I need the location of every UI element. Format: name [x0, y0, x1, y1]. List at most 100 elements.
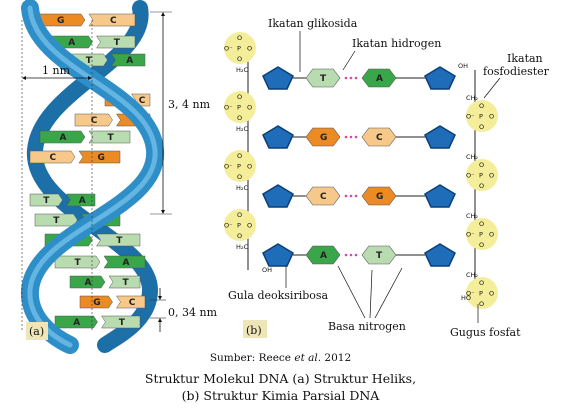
oxygen-atom: O	[479, 300, 484, 308]
methylene-label: H₂C	[236, 243, 248, 251]
panel-a-label: (a)	[29, 325, 44, 338]
oxygen-atom: O	[247, 45, 252, 53]
oxygen-atom: O	[247, 222, 252, 230]
oxygen-atom: O	[479, 241, 484, 249]
oxygen-atom: O	[489, 231, 494, 239]
right-base: T	[361, 245, 397, 265]
oxygen-ion: O⁻	[224, 104, 233, 112]
phosphate-label: Gugus fosfat	[450, 326, 521, 339]
base-letter: T	[376, 251, 383, 261]
step-label: 0, 34 nm	[168, 306, 218, 319]
oxygen-ion: O⁻	[466, 172, 475, 180]
caption-line-1: Struktur Molekul DNA (a) Struktur Heliks…	[144, 371, 417, 386]
hydroxyl-label: HO	[461, 294, 471, 302]
oxygen-atom: O	[479, 102, 484, 110]
phosphorus-atom: P	[237, 163, 241, 171]
methylene-label: CH₂	[466, 212, 478, 220]
methylene-label: H₂C	[236, 184, 248, 192]
hydroxyl-label: OH	[262, 266, 272, 274]
oxygen-atom: O	[237, 114, 242, 122]
oxygen-atom: O	[237, 211, 242, 219]
oxygen-ion: O⁻	[466, 290, 475, 298]
deoxyribose-sugar	[262, 184, 294, 208]
phosphorus-atom: P	[479, 290, 483, 298]
oxygen-atom: O	[237, 34, 242, 42]
oxygen-atom: O	[489, 172, 494, 180]
left-base: T	[305, 68, 341, 88]
helix-base-left: T	[75, 258, 82, 268]
helix-base-right: C	[139, 96, 146, 106]
oxygen-atom: O	[479, 220, 484, 228]
oxygen-atom: O	[479, 182, 484, 190]
helix-base-left: A	[73, 318, 80, 328]
helix-base-right: T	[123, 278, 130, 288]
methylene-label: CH₂	[466, 271, 478, 279]
helix-base-left: T	[53, 216, 60, 226]
panel-b-label: (b)	[246, 324, 262, 337]
helix-base-right: T	[116, 236, 123, 246]
helix-base-right: A	[123, 258, 130, 268]
helix-base-left: T	[86, 56, 93, 66]
base-letter: C	[320, 192, 327, 202]
left-base: C	[305, 186, 341, 206]
helix-base-left: A	[60, 133, 67, 143]
methylene-label: CH₂	[466, 153, 478, 161]
oxygen-ion: O⁻	[466, 113, 475, 121]
oxygen-atom: O	[237, 152, 242, 160]
oxygen-atom: O	[237, 173, 242, 181]
helix-base-left: A	[85, 278, 92, 288]
oxygen-atom: O	[237, 55, 242, 63]
oxygen-atom: O	[489, 113, 494, 121]
methylene-label: H₂C	[236, 125, 248, 133]
hydroxyl-label: OH	[458, 62, 468, 70]
source-line: Sumber: Reece et al. 2012	[209, 352, 352, 364]
helix-base-left: A	[68, 38, 75, 48]
helix-base-left: G	[57, 16, 64, 26]
helix-base-right: T	[108, 133, 115, 143]
deoxyribose-sugar	[262, 125, 294, 149]
deoxyribose-sugar	[424, 243, 456, 267]
oxygen-atom: O	[489, 290, 494, 298]
deoxyribose-sugar	[424, 125, 456, 149]
methylene-label: CH₂	[466, 94, 478, 102]
helix-base-right: A	[126, 56, 133, 66]
helix-base-right: T	[114, 38, 121, 48]
oxygen-atom: O	[479, 161, 484, 169]
helix-base-right: G	[98, 153, 105, 163]
helix-base-left: G	[93, 298, 100, 308]
left-base: G	[305, 127, 341, 147]
base-letter: A	[320, 251, 327, 261]
oxygen-atom: O	[479, 279, 484, 287]
oxygen-ion: O⁻	[466, 231, 475, 239]
sugar-label: Gula deoksiribosa	[228, 289, 329, 302]
deoxyribose-sugar	[424, 184, 456, 208]
base-letter: G	[376, 192, 383, 202]
oxygen-atom: O	[479, 123, 484, 131]
phosphorus-atom: P	[479, 113, 483, 121]
phosphorus-atom: P	[237, 104, 241, 112]
helix-base-left: C	[91, 116, 98, 126]
helix-base-left: T	[43, 196, 50, 206]
helix-base-right: A	[79, 196, 86, 206]
oxygen-atom: O	[247, 163, 252, 171]
left-base: A	[305, 245, 341, 265]
right-base: C	[361, 127, 397, 147]
oxygen-atom: O	[247, 104, 252, 112]
